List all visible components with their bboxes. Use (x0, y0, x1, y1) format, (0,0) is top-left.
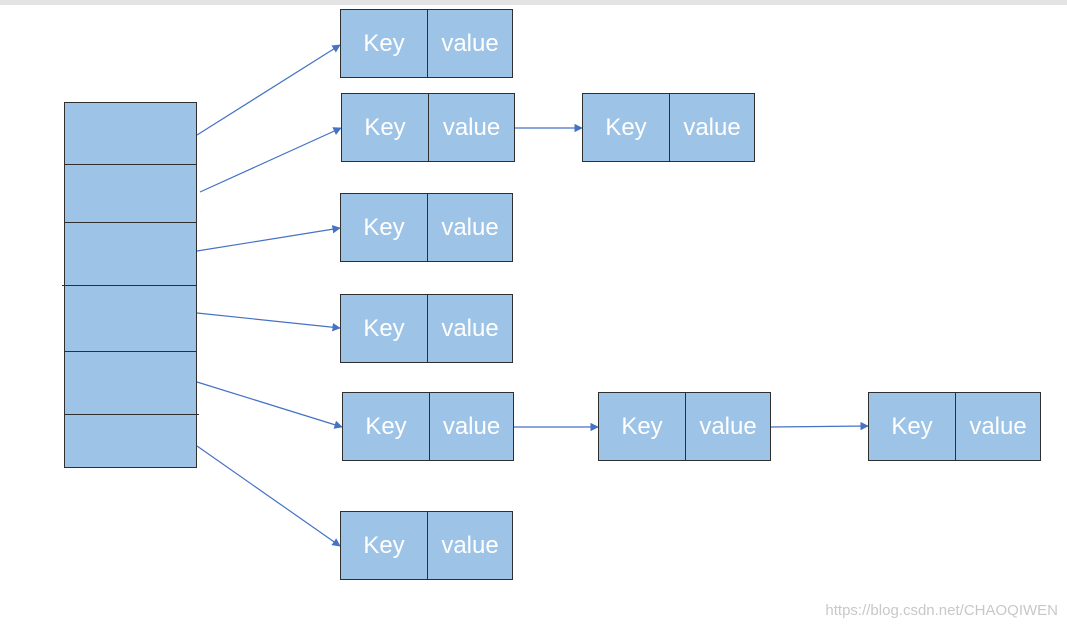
entry-key: Key (583, 94, 670, 161)
entry-key: Key (341, 10, 428, 77)
entry-node-b5-n2: Key value (598, 392, 771, 461)
top-border (0, 0, 1067, 5)
entry-node-b3-n1: Key value (340, 193, 513, 262)
arrow-bucket-2 (199, 127, 342, 193)
entry-node-b2-n2: Key value (582, 93, 755, 162)
arrow-bucket-6 (196, 445, 341, 547)
entry-node-b6-n1: Key value (340, 511, 513, 580)
arrow-bucket-4 (196, 312, 341, 332)
watermark-url: https://blog.csdn.net/CHAOQIWEN (825, 602, 1058, 619)
entry-value: value (683, 113, 741, 141)
entry-key: Key (343, 393, 430, 460)
entry-value: value (442, 412, 501, 440)
bucket-divider-3 (62, 285, 197, 286)
entry-node-b5-n1: Key value (342, 392, 514, 461)
entry-key: Key (341, 512, 428, 579)
bucket-divider-1 (64, 164, 197, 165)
entry-key: Key (341, 295, 428, 362)
entry-node-b5-n3: Key value (868, 392, 1041, 461)
entry-key: Key (599, 393, 686, 460)
bucket-divider-2 (64, 222, 197, 223)
entry-value: value (441, 29, 499, 57)
bucket-divider-4 (64, 351, 197, 352)
arrow-bucket-3 (196, 225, 341, 252)
entry-node-b2-n1: Key value (341, 93, 515, 162)
entry-node-b1-n1: Key value (340, 9, 513, 78)
entry-value: value (441, 531, 499, 559)
bucket-divider-5 (64, 414, 199, 415)
entry-key: Key (342, 94, 429, 161)
entry-node-b4-n1: Key value (340, 294, 513, 363)
arrow-bucket-5 (196, 381, 343, 429)
arrow-bucket-1 (196, 44, 341, 136)
entry-value: value (441, 314, 499, 342)
entry-value: value (442, 113, 501, 141)
entry-key: Key (341, 194, 428, 261)
entry-value: value (699, 412, 757, 440)
arrow-chain-5-2 (770, 421, 869, 431)
entry-key: Key (869, 393, 956, 460)
entry-value: value (441, 213, 499, 241)
entry-value: value (969, 412, 1027, 440)
